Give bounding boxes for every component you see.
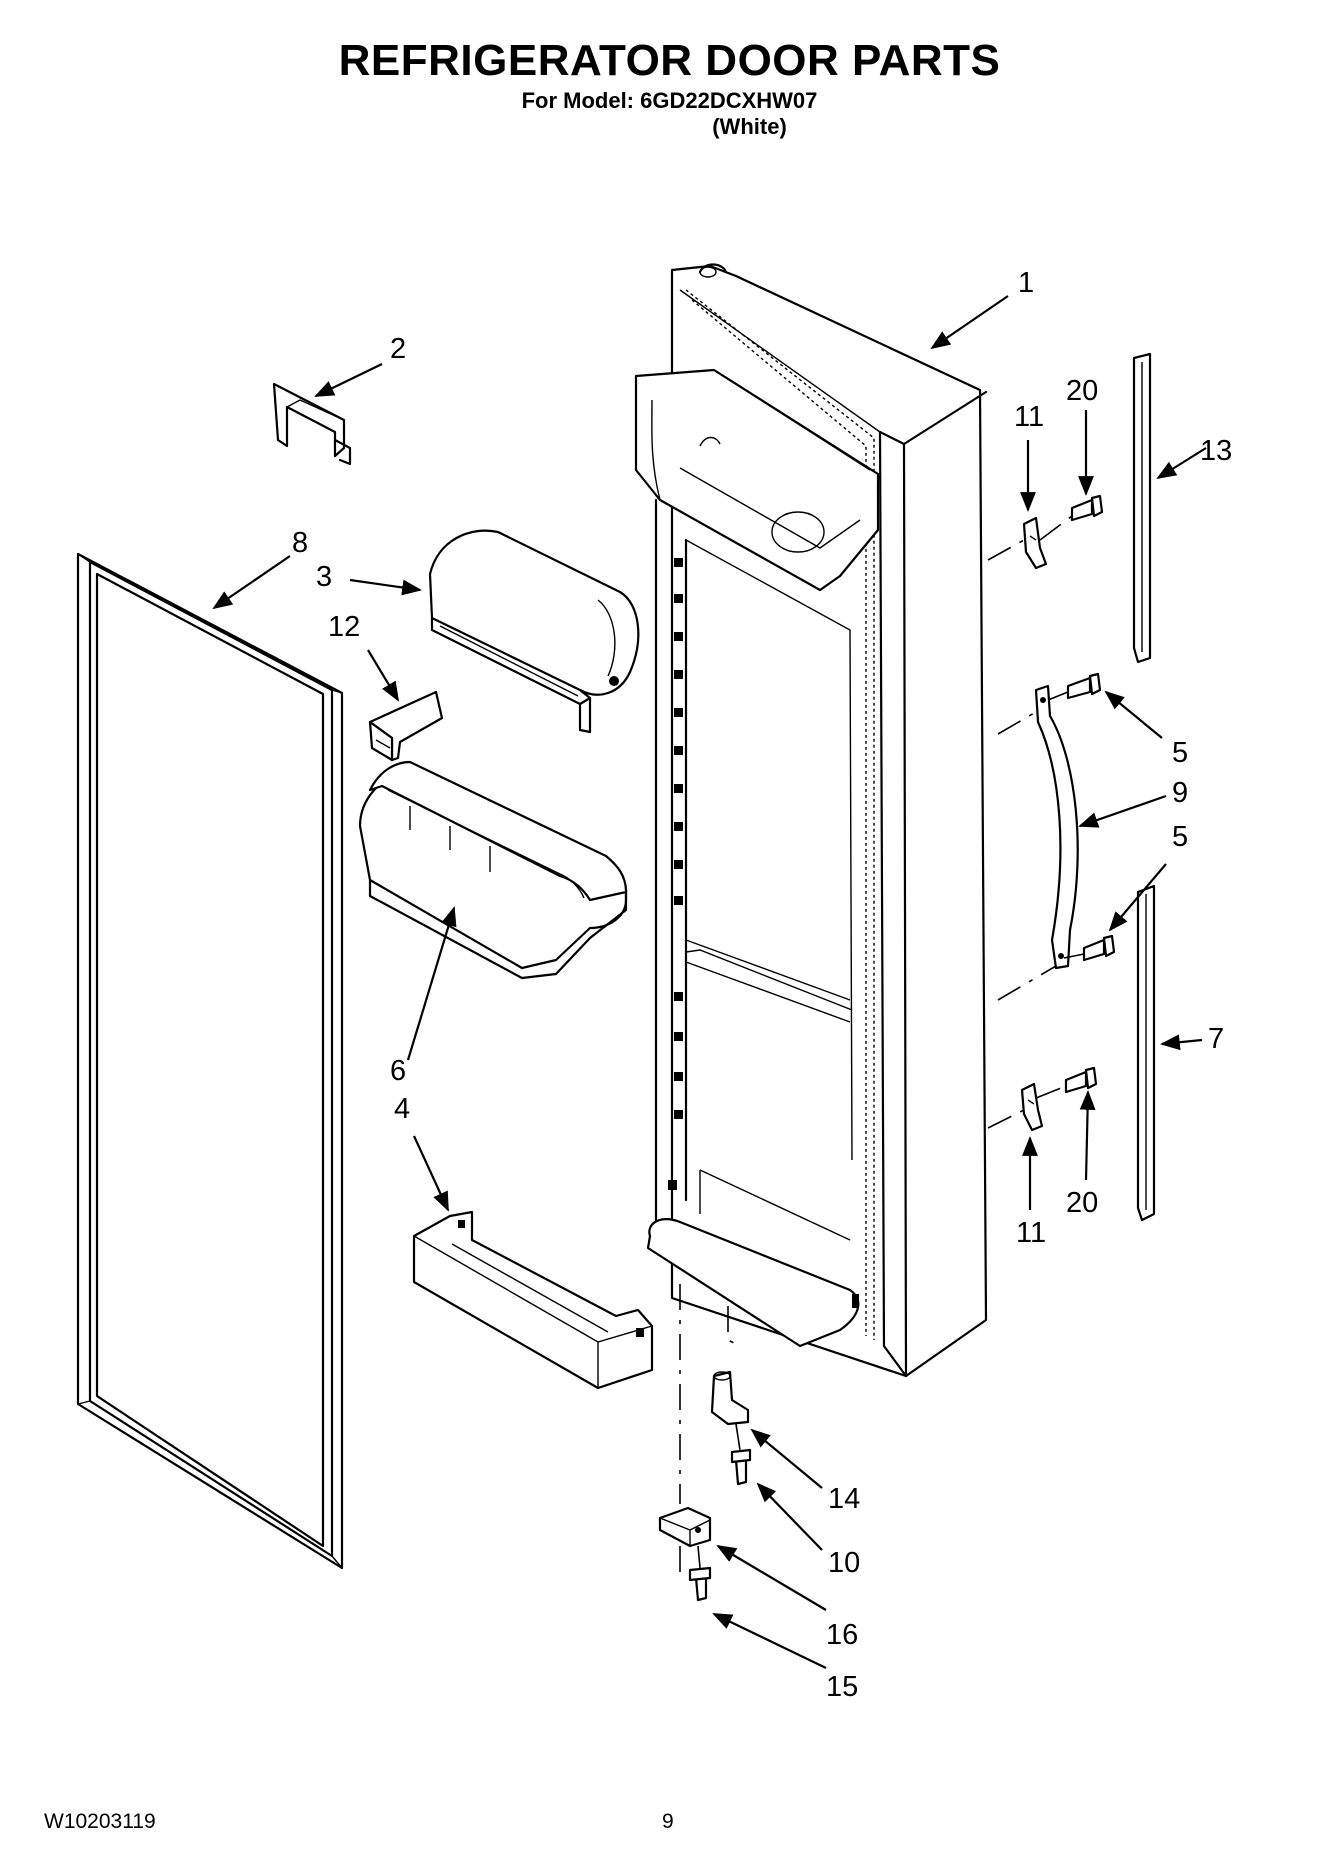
callout-15: 15 [826, 1671, 858, 1703]
callout-16: 16 [826, 1619, 858, 1651]
hinge-bracket-lower-part [1020, 1082, 1044, 1132]
callout-8: 8 [292, 527, 308, 559]
lower-trim-part [1136, 884, 1156, 1222]
door-gasket-part [76, 552, 344, 1570]
hinge-block-part [658, 1506, 712, 1548]
callout-9: 9 [1172, 777, 1188, 809]
hinge-screw-part [730, 1448, 752, 1486]
screw-5-lower [1082, 934, 1116, 962]
callout-6: 6 [390, 1055, 406, 1087]
callout-20-lower: 20 [1066, 1187, 1098, 1219]
color-line: (White) [712, 114, 787, 139]
callout-3: 3 [316, 561, 332, 593]
bottom-hinge-part [710, 1370, 750, 1426]
model-line: For Model: 6GD22DCXHW07 [521, 88, 818, 113]
dairy-door-part [428, 529, 640, 734]
callout-7: 7 [1208, 1023, 1224, 1055]
leader-arrows [212, 295, 1207, 1669]
callout-1: 1 [1018, 267, 1034, 299]
callout-5-upper: 5 [1172, 737, 1188, 769]
callout-labels: 1 2 3 8 12 6 4 11 20 13 5 9 5 7 20 11 14… [292, 267, 1232, 1703]
shelf-studs [674, 558, 683, 1119]
refrigerator-door-part [634, 263, 988, 1378]
screw-5-upper [1066, 672, 1102, 700]
door-handle-part [1034, 684, 1079, 970]
page-title: REFRIGERATOR DOOR PARTS [338, 36, 1001, 85]
callout-12: 12 [328, 611, 360, 643]
callout-13: 13 [1200, 435, 1232, 467]
callout-11-upper: 11 [1014, 401, 1044, 433]
upper-trim-part [1132, 352, 1152, 664]
page-number: 9 [662, 1810, 674, 1833]
door-bin-part [358, 760, 628, 980]
callout-2: 2 [390, 333, 406, 365]
callout-10: 10 [828, 1547, 860, 1579]
hinge-bracket-upper-part [1022, 516, 1048, 570]
callout-5-lower: 5 [1172, 821, 1188, 853]
callout-20-upper: 20 [1066, 375, 1098, 407]
callout-4: 4 [394, 1093, 410, 1125]
callout-11-lower: 11 [1016, 1217, 1046, 1249]
hinge-clip-part [368, 690, 444, 762]
assembly-guide-lines [679, 515, 1085, 1572]
callout-14: 14 [828, 1483, 860, 1515]
screw-20-lower [1064, 1066, 1098, 1094]
screw-20-upper [1070, 494, 1104, 522]
clip-part [272, 382, 352, 466]
document-number: W10203119 [44, 1810, 156, 1833]
bottom-screw-part [688, 1566, 712, 1602]
door-rail-part [412, 1210, 654, 1390]
